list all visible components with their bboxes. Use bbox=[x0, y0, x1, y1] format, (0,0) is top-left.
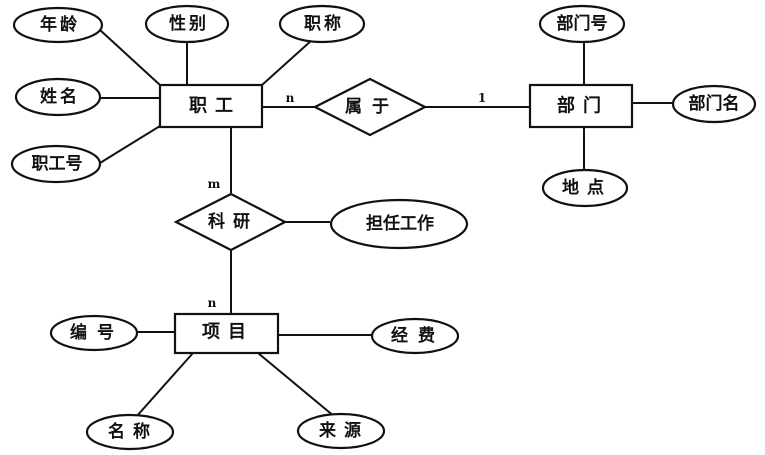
entity-project-label: 项目 bbox=[202, 322, 254, 343]
svg-text:经费: 经费 bbox=[391, 325, 445, 346]
svg-text:职称: 职称 bbox=[304, 13, 344, 34]
attribute-project-name[interactable]: 名称 bbox=[85, 413, 175, 451]
svg-text:担任工作: 担任工作 bbox=[366, 213, 434, 234]
edge-employee-title bbox=[261, 39, 313, 86]
entity-department[interactable]: 部门 bbox=[528, 83, 634, 129]
cardinality-belongs-department: 1 bbox=[478, 91, 486, 105]
svg-text:部门名: 部门名 bbox=[689, 93, 740, 114]
svg-text:姓名: 姓名 bbox=[40, 86, 80, 107]
attribute-employee-id[interactable]: 职工号 bbox=[10, 144, 102, 184]
attribute-title[interactable]: 职称 bbox=[278, 4, 366, 44]
edge-project-name bbox=[135, 352, 194, 418]
cardinality-research-project: n bbox=[208, 296, 217, 310]
connectors bbox=[99, 29, 673, 418]
svg-text:部门号: 部门号 bbox=[557, 13, 608, 34]
attribute-age[interactable]: 年龄 bbox=[12, 6, 104, 44]
svg-text:地点: 地点 bbox=[562, 177, 612, 198]
svg-text:名称: 名称 bbox=[108, 421, 158, 442]
edge-employee-id bbox=[99, 125, 161, 164]
entity-employee[interactable]: 职工 bbox=[158, 83, 264, 129]
entity-project[interactable]: 项目 bbox=[173, 312, 280, 355]
edge-project-source bbox=[257, 352, 336, 418]
svg-text:年龄: 年龄 bbox=[40, 14, 80, 35]
entity-department-label: 部门 bbox=[557, 95, 609, 117]
svg-text:属于: 属于 bbox=[345, 97, 399, 117]
attribute-dept-no[interactable]: 部门号 bbox=[538, 4, 626, 44]
entity-employee-label: 职工 bbox=[189, 96, 241, 117]
svg-text:来源: 来源 bbox=[318, 420, 369, 441]
cardinality-employee-belongs: n bbox=[286, 91, 295, 105]
attribute-source[interactable]: 来源 bbox=[296, 412, 386, 450]
relationship-belongs[interactable]: 属于 bbox=[312, 77, 428, 137]
attribute-number[interactable]: 编号 bbox=[49, 314, 139, 352]
attribute-role[interactable]: 担任工作 bbox=[329, 198, 469, 250]
attribute-funding[interactable]: 经费 bbox=[370, 317, 460, 355]
attribute-dept-name[interactable]: 部门名 bbox=[671, 84, 757, 124]
svg-text:编号: 编号 bbox=[70, 322, 124, 343]
attribute-gender[interactable]: 性别 bbox=[144, 4, 230, 44]
svg-text:科研: 科研 bbox=[208, 211, 258, 232]
svg-text:性别: 性别 bbox=[169, 13, 209, 34]
edge-employee-age bbox=[99, 29, 161, 86]
cardinality-employee-research: m bbox=[208, 177, 221, 191]
attribute-location[interactable]: 地点 bbox=[541, 168, 629, 208]
relationship-research[interactable]: 科研 bbox=[173, 192, 288, 252]
attribute-name[interactable]: 姓名 bbox=[14, 77, 102, 117]
svg-text:职工号: 职工号 bbox=[32, 154, 83, 174]
